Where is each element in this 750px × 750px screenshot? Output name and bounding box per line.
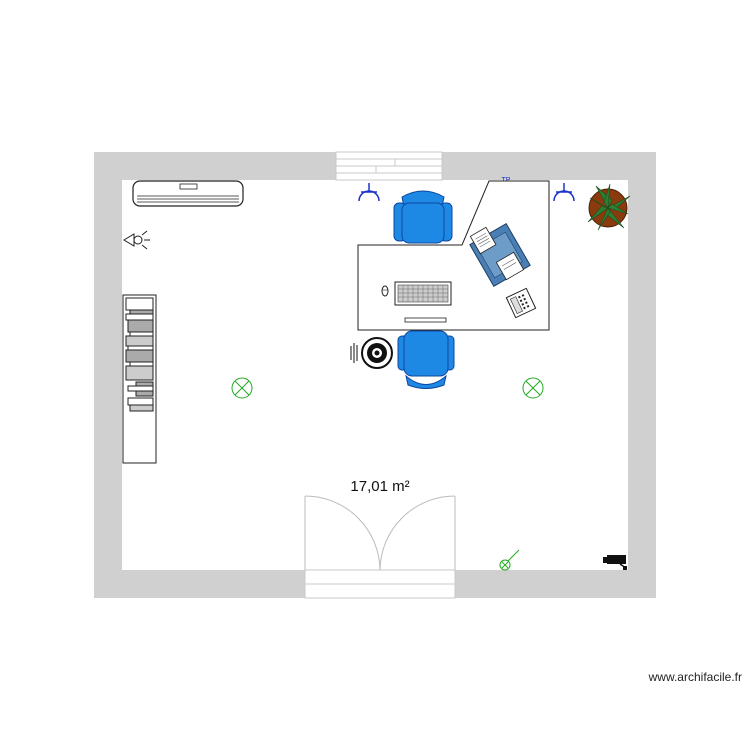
- archifacile-credit: www.archifacile.fr: [648, 670, 742, 684]
- office-chair-icon: [397, 330, 455, 389]
- ceiling-light-icon: [231, 377, 253, 399]
- walls: [94, 151, 656, 599]
- room-area-label: 17,01 m²: [350, 478, 410, 495]
- wall-outline: [94, 152, 656, 598]
- socket-icon: [553, 183, 575, 202]
- ceiling-light-icon: [522, 377, 544, 399]
- wall-light-icon: [123, 230, 150, 250]
- keyboard-icon: [394, 281, 452, 306]
- door-swing-left: [304, 495, 381, 571]
- door-swing-right: [379, 495, 456, 571]
- office-chair-icon: [393, 190, 453, 244]
- plant-icon: [587, 183, 631, 231]
- air-conditioner-icon: [132, 180, 244, 207]
- desk-phone-icon: [505, 287, 537, 319]
- monitor-icon: [404, 317, 447, 323]
- computer-icon: [469, 223, 531, 287]
- bookshelf: [122, 294, 157, 464]
- mouse-icon: [381, 285, 389, 297]
- security-camera-icon: [603, 555, 627, 570]
- speaker-icon: [350, 337, 393, 369]
- light-switch-icon: [499, 549, 520, 571]
- socket-icon: [358, 183, 380, 202]
- double-door: [304, 495, 456, 571]
